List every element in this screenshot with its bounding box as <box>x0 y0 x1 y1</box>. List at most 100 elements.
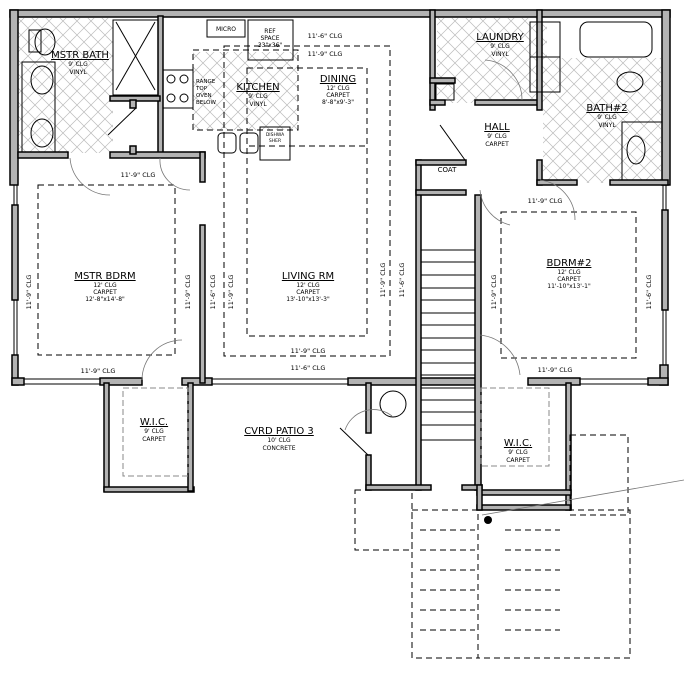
svg-text:11'-6" CLG: 11'-6" CLG <box>308 32 343 40</box>
svg-text:10' CLG: 10' CLG <box>267 437 291 444</box>
svg-text:CARPET: CARPET <box>142 436 166 443</box>
svg-text:11'-9" CLG: 11'-9" CLG <box>528 197 563 205</box>
svg-text:11'-6" CLG: 11'-6" CLG <box>291 364 326 372</box>
svg-text:SHER: SHER <box>269 138 281 144</box>
svg-text:CARPET: CARPET <box>296 289 320 296</box>
svg-text:LIVING RM: LIVING RM <box>282 271 334 282</box>
svg-text:12' CLG: 12' CLG <box>557 269 581 276</box>
svg-text:11'-9" CLG: 11'-9" CLG <box>308 50 343 58</box>
svg-text:11'-6" CLG: 11'-6" CLG <box>209 275 217 310</box>
svg-text:12' CLG: 12' CLG <box>93 282 117 289</box>
svg-text:BATH#2: BATH#2 <box>586 103 627 114</box>
closet-box <box>435 83 455 101</box>
bath2-tile <box>543 58 661 183</box>
svg-text:KITCHEN: KITCHEN <box>236 82 279 93</box>
svg-text:VINYL: VINYL <box>598 122 616 129</box>
svg-text:REF: REF <box>264 28 276 35</box>
fixtures <box>21 19 663 418</box>
svg-text:9' CLG: 9' CLG <box>508 449 528 456</box>
vanity-2 <box>621 121 663 181</box>
vanity <box>21 61 56 153</box>
svg-text:33"x36": 33"x36" <box>258 42 283 49</box>
svg-text:13'-10"x13'-3": 13'-10"x13'-3" <box>286 296 330 303</box>
svg-text:TOP: TOP <box>195 86 208 92</box>
doors <box>69 59 576 456</box>
room-laundry: LAUNDRY 9' CLG VINYL <box>476 32 524 58</box>
svg-text:11'-9" CLG: 11'-9" CLG <box>81 367 116 375</box>
svg-text:11'-6" CLG: 11'-6" CLG <box>398 263 406 298</box>
room-cvrd-patio: CVRD PATIO 3 10' CLG CONCRETE <box>244 426 314 452</box>
svg-text:11'-9" CLG: 11'-9" CLG <box>121 171 156 179</box>
room-mstr-bath: MSTR BATH 9' CLG VINYL <box>51 50 109 76</box>
room-wic-2: W.I.C. 9' CLG CARPET <box>504 438 532 464</box>
toilet-2 <box>616 71 644 93</box>
svg-text:8'-8"x9'-3": 8'-8"x9'-3" <box>322 99 354 106</box>
svg-text:VINYL: VINYL <box>69 69 87 76</box>
kitchen-tile <box>193 52 298 130</box>
svg-text:11'-10"x13'-1": 11'-10"x13'-1" <box>547 283 591 290</box>
svg-text:11'-6" CLG: 11'-6" CLG <box>645 275 653 310</box>
room-dining: DINING 12' CLG CARPET 8'-8"x9'-3" <box>320 74 356 106</box>
svg-text:11'-9" CLG: 11'-9" CLG <box>227 275 235 310</box>
svg-text:LAUNDRY: LAUNDRY <box>476 32 524 43</box>
room-hall: HALL 9' CLG CARPET <box>484 122 510 148</box>
svg-text:CARPET: CARPET <box>485 141 509 148</box>
svg-text:W.I.C.: W.I.C. <box>504 438 532 449</box>
room-kitchen: KITCHEN 9' CLG VINYL <box>236 82 279 108</box>
svg-text:11'-9" CLG: 11'-9" CLG <box>25 275 33 310</box>
shower <box>112 19 159 96</box>
room-bath2: BATH#2 9' CLG VINYL <box>586 103 627 129</box>
svg-text:DINING: DINING <box>320 74 356 85</box>
svg-text:SPACE: SPACE <box>260 35 279 42</box>
svg-text:W.I.C.: W.I.C. <box>140 417 168 428</box>
post-icon <box>484 516 492 524</box>
svg-text:CVRD PATIO 3: CVRD PATIO 3 <box>244 426 314 437</box>
svg-text:HALL: HALL <box>484 122 510 133</box>
svg-text:CARPET: CARPET <box>326 92 350 99</box>
svg-text:MICRO: MICRO <box>216 26 236 33</box>
bathtub <box>579 21 653 58</box>
svg-text:11'-9" CLG: 11'-9" CLG <box>291 347 326 355</box>
svg-text:CARPET: CARPET <box>557 276 581 283</box>
svg-text:9' CLG: 9' CLG <box>248 93 268 100</box>
svg-text:CARPET: CARPET <box>506 457 530 464</box>
room-mstr-bdrm: MSTR BDRM 12' CLG CARPET 12'-8"x14'-8" <box>74 271 135 303</box>
walls <box>9 9 671 511</box>
room-wic-1: W.I.C. 9' CLG CARPET <box>140 417 168 443</box>
svg-text:9' CLG: 9' CLG <box>597 114 617 121</box>
interior-stairs <box>420 240 475 441</box>
svg-text:11'-9" CLG: 11'-9" CLG <box>184 275 192 310</box>
svg-text:9' CLG: 9' CLG <box>487 133 507 140</box>
dryer <box>529 56 561 93</box>
svg-text:VINYL: VINYL <box>491 51 509 58</box>
svg-text:MSTR BDRM: MSTR BDRM <box>74 271 135 282</box>
svg-text:VINYL: VINYL <box>249 101 267 108</box>
svg-text:12' CLG: 12' CLG <box>326 85 350 92</box>
range-box <box>162 69 194 109</box>
micro-box <box>206 19 246 38</box>
svg-text:MSTR BATH: MSTR BATH <box>51 50 109 61</box>
room-coat: COAT <box>438 166 458 174</box>
fixture-labels: MICRO REF SPACE 33"x36" RANGE TOP OVEN B… <box>195 26 285 144</box>
laundry-tile <box>437 18 547 103</box>
room-living-rm: LIVING RM 12' CLG CARPET 13'-10"x13'-3" <box>282 271 334 303</box>
svg-text:9' CLG: 9' CLG <box>68 61 88 68</box>
room-bdrm2: BDRM#2 12' CLG CARPET 11'-10"x13'-1" <box>547 258 592 290</box>
toilet <box>34 28 56 56</box>
svg-text:9' CLG: 9' CLG <box>144 428 164 435</box>
svg-text:BELOW: BELOW <box>196 100 216 106</box>
svg-text:11'-9" CLG: 11'-9" CLG <box>490 275 498 310</box>
dishwasher-box <box>259 126 291 161</box>
svg-text:DISHWA: DISHWA <box>266 132 285 138</box>
svg-text:CONCRETE: CONCRETE <box>262 445 295 452</box>
svg-text:RANGE: RANGE <box>196 79 216 85</box>
svg-text:BDRM#2: BDRM#2 <box>547 258 592 269</box>
svg-text:OVEN: OVEN <box>196 93 212 99</box>
ceiling-labels: 11'-6" CLG 11'-9" CLG 11'-9" CLG 11'-9" … <box>25 32 653 375</box>
water-heater <box>379 390 407 418</box>
svg-text:9' CLG: 9' CLG <box>490 43 510 50</box>
exterior-stairs <box>354 434 684 659</box>
ceiling-outlines <box>37 45 637 477</box>
mstr-bath-tile <box>18 18 113 153</box>
